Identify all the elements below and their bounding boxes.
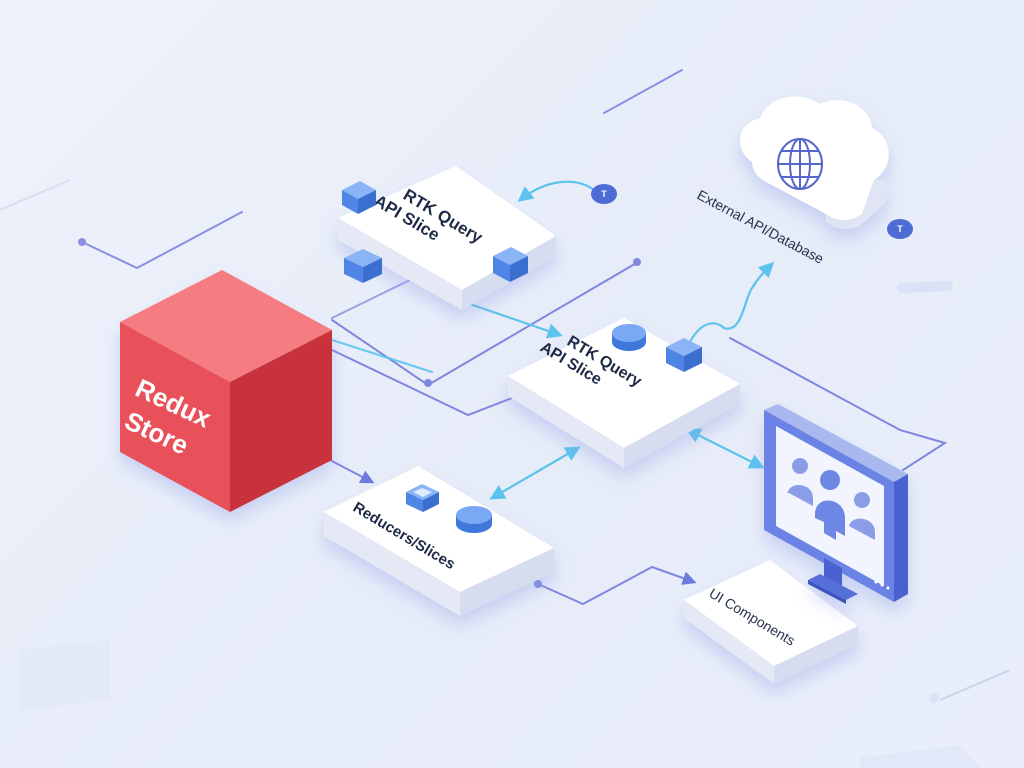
line-reducers-to-ui bbox=[537, 565, 697, 606]
line-left-to-redux bbox=[81, 211, 243, 270]
disc-reducers bbox=[456, 506, 492, 533]
cloud bbox=[740, 96, 889, 230]
line-redux-to-mid bbox=[331, 349, 513, 417]
cube-top-left bbox=[342, 181, 376, 214]
cube-reducers bbox=[406, 484, 439, 512]
flow-mid-to-monitor bbox=[685, 428, 765, 469]
ui-components-plate: UI Components bbox=[684, 560, 858, 684]
badge-top: T bbox=[591, 184, 617, 204]
flow-redux-to-mid bbox=[330, 338, 434, 374]
node-dot-reducers bbox=[534, 580, 542, 588]
flow-to-external-api bbox=[686, 261, 775, 348]
line-redux-to-top-plate bbox=[331, 279, 411, 319]
flow-top-to-mid bbox=[462, 300, 563, 339]
cube-top-right bbox=[493, 247, 528, 282]
background-decorations bbox=[0, 179, 1011, 768]
globe-icon bbox=[777, 138, 823, 190]
badge-cloud-label: T bbox=[897, 224, 903, 234]
node-dot-top-right bbox=[633, 258, 641, 266]
node-dot-left bbox=[78, 238, 86, 246]
flow-arrows bbox=[330, 180, 775, 500]
node-dot-junction bbox=[424, 379, 432, 387]
reducers-plate: Reducers/Slices bbox=[324, 466, 554, 616]
line-mid-to-monitor bbox=[729, 337, 948, 471]
flow-loop-top bbox=[517, 180, 596, 202]
redux-store-cube: Redux Store bbox=[120, 270, 332, 512]
line-top-decor bbox=[603, 69, 683, 114]
flow-mid-to-reducers bbox=[489, 446, 581, 500]
badge-cloud: T bbox=[887, 219, 913, 239]
disc-mid bbox=[612, 324, 646, 351]
rtk-query-mid-plate: RTK Query API Slice bbox=[508, 318, 740, 468]
users-icon bbox=[787, 458, 875, 540]
badge-top-label: T bbox=[601, 189, 607, 199]
cube-top-bottom bbox=[344, 249, 382, 283]
cube-mid-right bbox=[666, 338, 702, 372]
